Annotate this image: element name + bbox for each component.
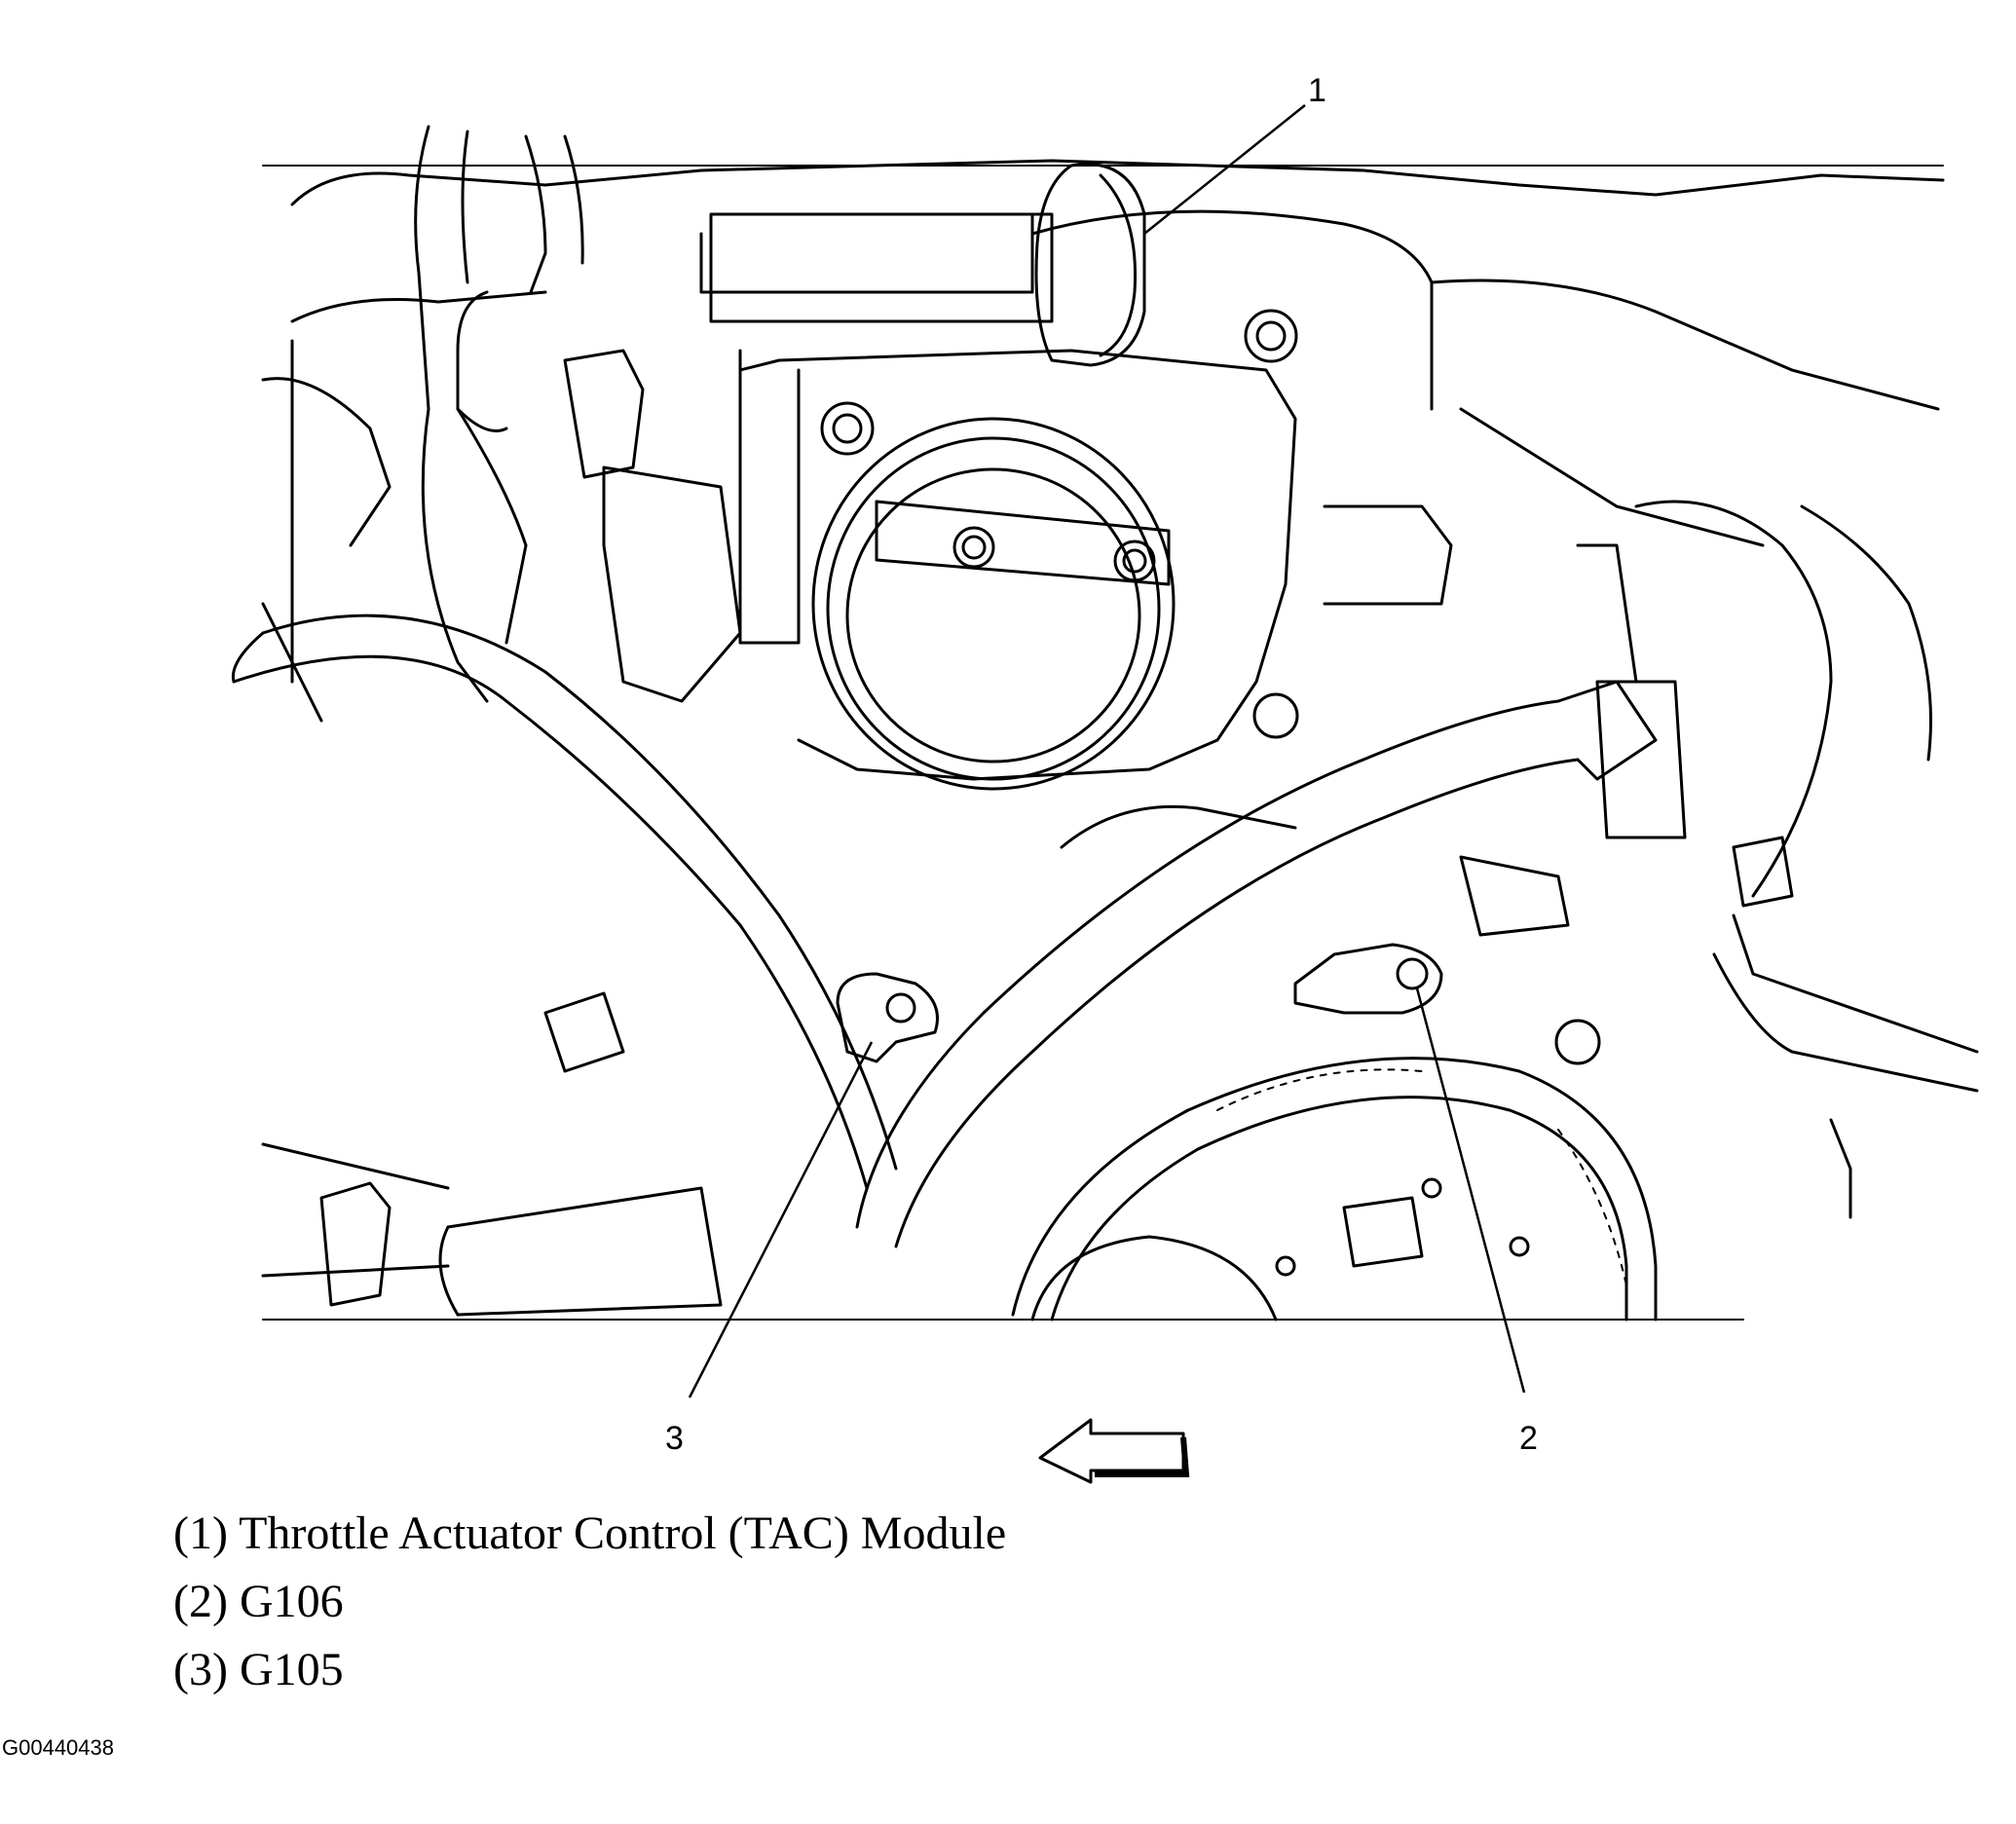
leader-line-3 [688, 1041, 874, 1398]
callout-leaders [688, 104, 1526, 1398]
legend-item-1: (1) Throttle Actuator Control (TAC) Modu… [173, 1508, 1007, 1559]
figure-id: G00440438 [2, 1735, 114, 1760]
callout-number-2: 2 [1519, 1420, 1538, 1457]
callout-number-1: 1 [1308, 72, 1326, 109]
callout-number-3: 3 [665, 1420, 684, 1457]
legend-item-2: (2) G106 [173, 1576, 344, 1627]
leader-line-1 [1143, 104, 1306, 235]
leader-line-2 [1415, 987, 1526, 1394]
engine-line-art [231, 125, 1979, 1321]
legend-item-3: (3) G105 [173, 1644, 344, 1695]
legend: (1) Throttle Actuator Control (TAC) Modu… [173, 1500, 1006, 1704]
arrow-left-icon [1038, 1418, 1190, 1484]
